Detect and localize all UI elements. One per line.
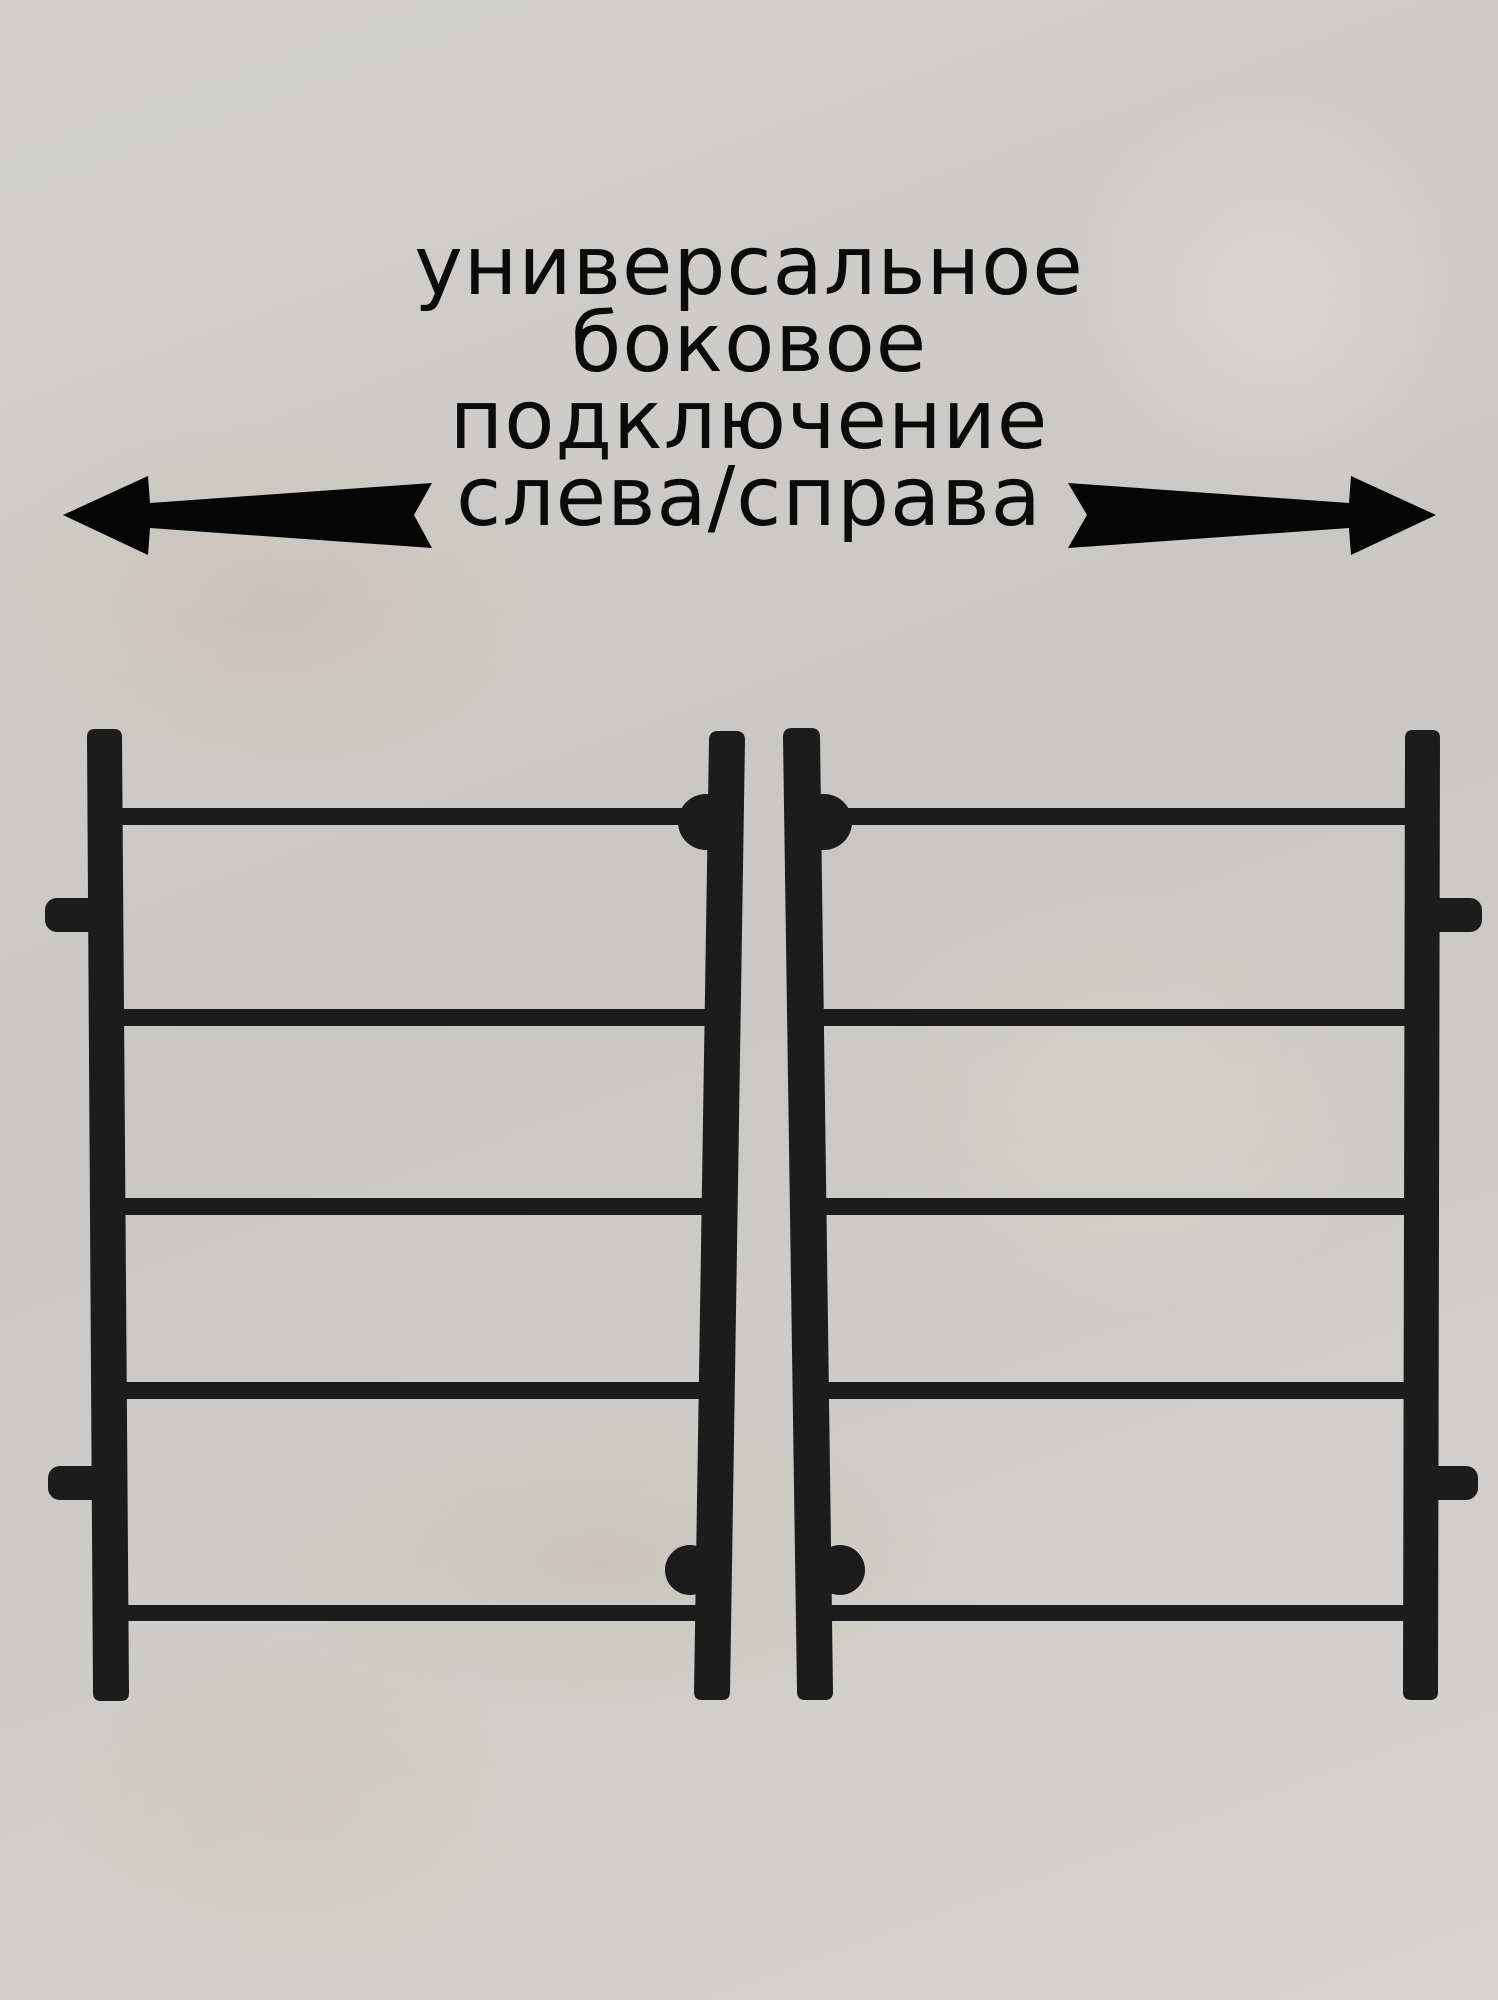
- post: [783, 728, 833, 1700]
- arrow-left-icon: [63, 476, 432, 555]
- towel-rail-right: [783, 728, 1482, 1700]
- headline-line-3: подключение: [449, 373, 1049, 468]
- headline-line-1: универсальное: [414, 219, 1084, 314]
- rail: [826, 1605, 1414, 1621]
- headline-line-2: боковое: [570, 296, 928, 391]
- rail: [822, 1382, 1416, 1399]
- rail: [814, 1009, 1418, 1026]
- headline-line-4: слева/справа: [456, 450, 1042, 545]
- post: [87, 729, 129, 1701]
- towel-rail-left: [45, 729, 745, 1701]
- rail: [810, 808, 1420, 825]
- arrow-right-icon: [1068, 476, 1436, 555]
- rail: [114, 1382, 708, 1399]
- headline: универсальное боковое подключение слева/…: [0, 219, 1498, 545]
- knob-icon: [48, 1466, 104, 1500]
- rail: [112, 1198, 712, 1215]
- post: [694, 731, 745, 1700]
- post: [1403, 730, 1440, 1700]
- rail: [112, 808, 722, 825]
- rail: [112, 1009, 716, 1026]
- rail: [116, 1605, 704, 1621]
- rail: [818, 1198, 1418, 1215]
